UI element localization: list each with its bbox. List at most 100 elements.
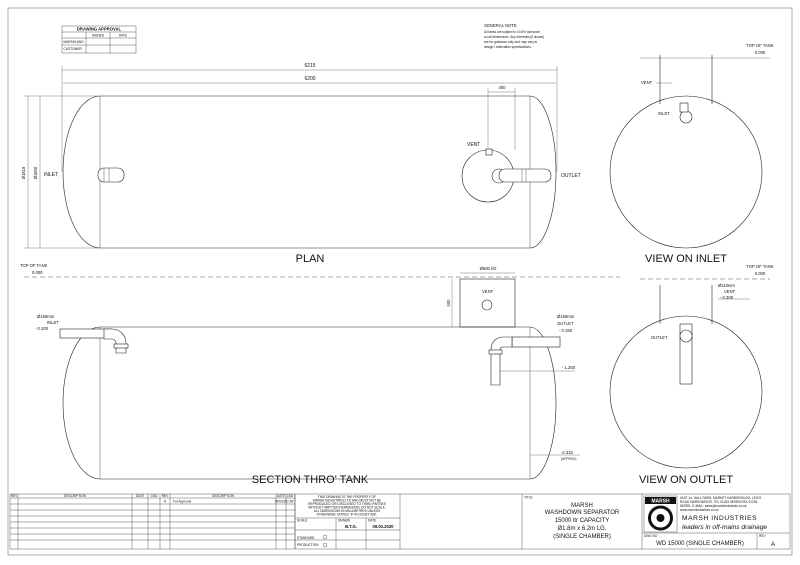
- outlet-view-outlet-pipe: [679, 329, 693, 343]
- drawing-title-line-4: Ø1.8m x 6.2m LG.: [557, 526, 606, 532]
- plan-vent-label: VENT: [467, 142, 480, 148]
- rev-entry-description: For Approval: [173, 500, 191, 504]
- rev-header-rev-2: REV: [162, 494, 169, 498]
- inlet-view-vent-pipe: [679, 102, 689, 113]
- outlet-view-top-label: TOP OF TANK: [746, 264, 774, 269]
- svg-text:MARSH: MARSH: [651, 499, 670, 505]
- plan-title: PLAN: [296, 253, 325, 265]
- section-vent-pipe: [481, 299, 493, 311]
- view-on-inlet: VENT INLET TOP OF TANK 0.000 VIEW ON INL…: [609, 43, 774, 265]
- section-inlet-level: - 0.100: [35, 326, 49, 331]
- general-note-line-4: design / fabrication specifications.: [484, 45, 532, 49]
- rev-label: REV: [759, 534, 766, 538]
- rev-value: A: [771, 542, 775, 548]
- outlet-view-tank-circle: [609, 315, 763, 469]
- rev-entry-rev: A: [164, 500, 167, 504]
- section-inlet-label: INLET: [47, 320, 59, 325]
- copyright-line-2: MARSH INDUSTRIES LTD AND MUST NOT BE: [313, 499, 381, 503]
- general-notes-title: GENERAL NOTE: [484, 23, 517, 28]
- plan-dim-height-inner: Ø1800: [33, 166, 38, 179]
- outlet-view-vent-level: - 0.300: [720, 295, 734, 300]
- drawing-approval-table: DRAWING APPROVAL SIGNED DATE MARSHLAND C…: [61, 25, 137, 54]
- section-title: SECTION THRO' TANK: [252, 474, 369, 486]
- rev-header-rev-1: REV: [11, 494, 18, 498]
- title-label: TITLE: [524, 496, 533, 500]
- inlet-view-top-value: 0.000: [755, 50, 766, 55]
- approval-row-customer: CUSTOMER: [64, 47, 83, 51]
- section-inlet-bend: [103, 328, 127, 354]
- plan-outlet-pipe: [498, 168, 552, 183]
- standard-tick-icon: [322, 534, 328, 540]
- section-outlet-label: OUTLET: [557, 321, 574, 326]
- drawing-title-line-2: WASHDOWN SEPARATOR: [545, 510, 620, 516]
- date-label: DATE: [368, 519, 376, 523]
- section-level-bottom-note: (APPROX): [561, 457, 576, 461]
- company-address-line-3: 567891, E-MAIL: sales@marshindustries.co…: [680, 504, 747, 508]
- inlet-view-vent-label: VENT: [641, 80, 653, 85]
- copyright-line-6: OTHERWISE STATED. IF IN DOUBT ASK.: [317, 513, 378, 517]
- inlet-view-inlet-label: INLET: [658, 111, 670, 116]
- drawn-value: B.T.G.: [345, 524, 357, 529]
- drawing-title-line-3: 15000 ltr CAPACITY: [555, 518, 610, 524]
- copyright-line-4: WITHOUT WRITTEN PERMISSION. DO NOT SCALE…: [308, 506, 386, 510]
- date-value: 09.03.2020: [373, 524, 395, 529]
- production-tick-icon: [322, 542, 328, 548]
- outlet-view-title: VIEW ON OUTLET: [639, 474, 733, 486]
- section-level-bottom: -2.315: [561, 450, 574, 455]
- plan-view: 6215 6200 400 Ø1818 Ø1800 INLET VENT OUT…: [21, 63, 581, 265]
- plan-dim-height-outer: Ø1818: [21, 166, 26, 179]
- plan-outlet-label: OUTLET: [561, 173, 581, 179]
- drawing-title-line-1: MARSH: [571, 503, 593, 509]
- section-riser-dia: Ø600 I/D: [480, 266, 497, 271]
- section-outlet-dia: Ø160mm: [557, 314, 575, 319]
- company-address-line-4: www.marshindustries.co.uk: [680, 508, 719, 512]
- plan-dim-overall: 6215: [304, 63, 315, 69]
- company-address-line-2: ROAD MARSHWOOD, TEL 01234 567890 FAX 012…: [680, 500, 757, 504]
- section-view: TOP OF TANK 0.000 Ø600 I/D 500 VENT Ø160…: [20, 263, 620, 486]
- rev-header-description-2: DESCRIPTION: [212, 494, 234, 498]
- outlet-view-vent-label: VENT: [724, 289, 736, 294]
- rev-header-date-1: DATE: [136, 494, 144, 498]
- approval-col-signed: SIGNED: [92, 34, 105, 38]
- approval-title: DRAWING APPROVAL: [77, 27, 122, 32]
- section-outlet-dip-pipe: [490, 336, 513, 386]
- general-notes: GENERAL NOTE All tanks are subject to ±0…: [484, 23, 544, 49]
- rev-entry-date: 09/03/20: [275, 500, 288, 504]
- scale-label: SCALE: [297, 519, 307, 523]
- section-inlet-dia: Ø160mm: [37, 314, 55, 319]
- rev-header-ckd-2: CKD: [287, 494, 294, 498]
- view-on-outlet: OUTLET Ø110mm VENT - 0.300 TOP OF TANK 0…: [609, 264, 774, 486]
- standard-label: STANDARD: [297, 536, 315, 540]
- copyright-line-1: THIS DRAWING IS THE PROPERTY OF: [318, 495, 376, 499]
- section-outlet-pipe: [511, 336, 561, 348]
- inlet-view-tank-circle: [609, 95, 763, 249]
- general-note-line-2: on all dimensions. Any intermals (if sho…: [484, 35, 544, 39]
- general-note-line-1: All tanks are subject to ±0.5% tolerance: [484, 30, 540, 34]
- plan-dim-vent-offset: 400: [499, 85, 507, 90]
- inlet-view-title: VIEW ON INLET: [645, 253, 727, 265]
- approval-col-date: DATE: [119, 34, 127, 38]
- plan-inlet-label: INLET: [44, 172, 58, 178]
- section-outlet-level: - 0.150: [559, 328, 573, 333]
- outlet-view-top-value: 0.000: [755, 271, 766, 276]
- dwg-no-label: DWG NO: [644, 534, 658, 538]
- section-vent-label: VENT: [482, 289, 494, 294]
- rev-header-date-2: DATE: [277, 494, 285, 498]
- copyright-line-3: REPRODUCED OR DISCLOSED TO THIRD PARTIES: [308, 502, 386, 506]
- rev-entry-ckd: CJW: [287, 500, 294, 504]
- title-block: REV DESCRIPTION DATE CKD REV DESCRIPTION…: [9, 493, 791, 550]
- section-top-label: TOP OF TANK: [20, 263, 48, 268]
- plan-tank-outline: [62, 95, 557, 249]
- plan-dim-body: 6200: [304, 76, 315, 82]
- company-address-line-1: UNIT 14, HALL FARM, MARKET HARBOROUGH, L…: [680, 496, 761, 500]
- section-level-mid: - 1.250: [562, 365, 576, 370]
- copyright-line-5: ALL DIMENSIONS IN MILLIMETRES UNLESS: [314, 509, 380, 513]
- inlet-view-inlet-pipe: [679, 110, 693, 124]
- section-riser-height: 500: [446, 299, 451, 307]
- approval-row-marshland: MARSHLAND: [64, 40, 85, 44]
- section-top-value: 0.000: [32, 270, 43, 275]
- general-note-line-3: are for guidance only and may vary to: [484, 40, 538, 44]
- company-name: MARSH INDUSTRIES: [682, 515, 757, 522]
- rev-header-description-1: DESCRIPTION: [64, 494, 86, 498]
